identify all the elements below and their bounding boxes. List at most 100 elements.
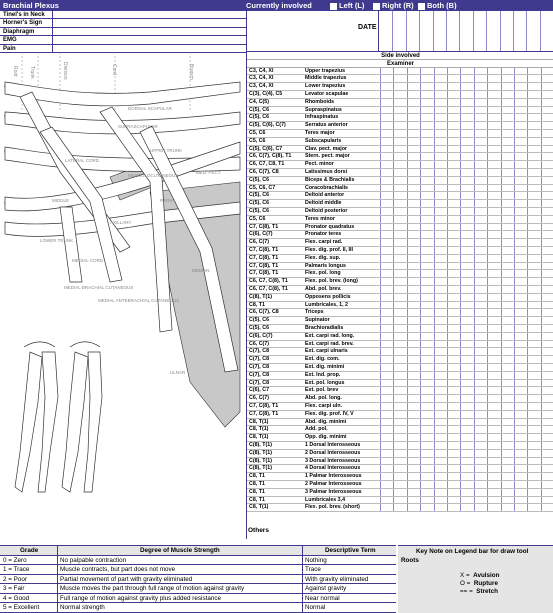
muscle-row[interactable]: C(8), T(1)4 Dorsal Interosseous	[247, 465, 553, 474]
left-checkbox[interactable]	[330, 2, 337, 10]
muscle-row[interactable]: C(8), T(1)1 Dorsal Interosseous	[247, 442, 553, 450]
muscle-root: C8, T(1)	[249, 434, 269, 441]
strength-cell: Muscle moves the part through full range…	[60, 585, 245, 592]
term-cell: Trace	[305, 566, 321, 573]
muscle-row[interactable]: C8, T(1)Flex. pol. brev. (short)	[247, 504, 553, 513]
side-involved-header: Side involved	[247, 52, 553, 60]
muscle-name: 1 Palmar Interosseous	[305, 473, 362, 480]
muscle-root: C8, T1	[249, 488, 265, 495]
muscle-row[interactable]: C8, T(1)Abd. dig. minimi	[247, 418, 553, 427]
date-entry-grid[interactable]	[378, 11, 553, 51]
muscle-row[interactable]: C(8), T(1)3 Dorsal Interosseous	[247, 457, 553, 466]
muscle-name: Ext. Ind. prop.	[305, 371, 341, 378]
emg-field[interactable]	[52, 36, 245, 45]
muscle-root: C7, C(8), T1	[249, 410, 279, 417]
muscle-root: C(7), C8	[249, 379, 270, 386]
muscle-root: C8, T1	[249, 473, 265, 480]
muscle-row[interactable]: C6, C(7)Ext. carpi rad. brev.	[247, 340, 553, 349]
muscle-row[interactable]: C8, T1 1 Palmar Interosseous	[247, 473, 553, 481]
muscle-name: Flex. dig. sup.	[305, 254, 341, 261]
pain-field[interactable]	[52, 44, 245, 53]
muscle-name: Rhomboids	[305, 98, 335, 105]
both-checkbox[interactable]	[418, 2, 425, 10]
muscle-row[interactable]: C6, C(7)Abd. pol. long.	[247, 395, 553, 403]
diaphragm-field[interactable]	[52, 27, 245, 36]
muscle-root: C(5), C(6), C(7)	[249, 122, 286, 129]
muscle-row[interactable]: C(6), C(7)Ext. carpi rad. long.	[247, 332, 553, 341]
others-label: Others	[248, 527, 269, 534]
muscle-root: C8, T1	[249, 301, 265, 308]
musculocutaneous-label: MUSCULOCUTANEOUS	[128, 173, 178, 178]
middle-label: MIDDLE	[52, 198, 69, 203]
medial-cord-label: MEDIAL CORD	[72, 258, 104, 263]
right-checkbox[interactable]	[373, 2, 380, 10]
muscle-row[interactable]: C6, C(7)Flex. carpi rad.	[247, 239, 553, 247]
horner-field[interactable]	[52, 19, 245, 28]
muscle-name: Teres minor	[305, 215, 335, 222]
muscle-row[interactable]: C8, T(1)Opp. dig. minimi	[247, 434, 553, 442]
muscle-row[interactable]: C4, C(5)Rhomboids	[247, 98, 553, 107]
muscle-name: Ext. pol. brev	[305, 387, 339, 394]
muscle-row[interactable]: C(8), T(1)2 Dorsal Interosseous	[247, 449, 553, 458]
muscle-name: Stern. pect. major	[305, 153, 350, 160]
muscle-root: C(5), C6	[249, 325, 270, 331]
left-option[interactable]: Left (L)	[330, 1, 364, 10]
right-option[interactable]: Right (R)	[373, 1, 414, 10]
muscle-row[interactable]: C8, T(1)Add. pol.	[247, 426, 553, 435]
strength-cell: Full range of motion against gravity plu…	[60, 594, 222, 602]
muscle-name: Ext. carpi rad. brev.	[305, 340, 354, 347]
muscle-name: Ext. dig. minimi	[305, 364, 345, 370]
muscle-row[interactable]: C(6), C(7)Pronator teres	[247, 231, 553, 240]
tinel-field[interactable]	[52, 11, 245, 19]
muscle-row[interactable]: C(5), C(6), C(7)Serratus anterior	[247, 122, 553, 130]
muscle-name: 2 Palmar Interosseous	[305, 481, 362, 487]
term-cell: With gravity eliminated	[305, 575, 369, 583]
upper-trunk-label: UPPER TRUNK	[150, 148, 182, 153]
muscle-row[interactable]: C(8), T(1)Opposens pollicis	[247, 293, 553, 302]
brachial-plexus-diagram: Root Trunk Division Cord Branch C5 C6 C7…	[4, 52, 241, 493]
muscle-root: C(7), C8	[249, 356, 270, 363]
both-option[interactable]: Both (B)	[418, 1, 457, 10]
key-rupture: O = Rupture	[460, 580, 498, 587]
